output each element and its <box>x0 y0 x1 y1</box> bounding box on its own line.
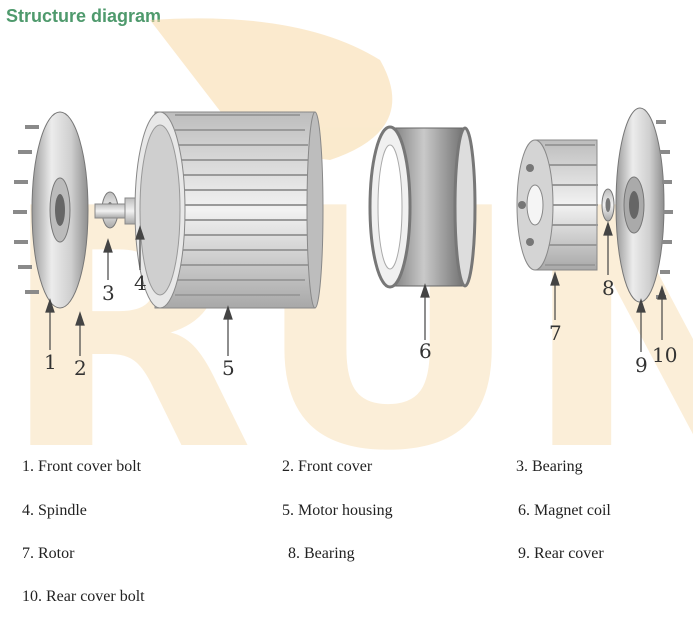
legend-item-4: 4. Spindle <box>22 502 87 519</box>
bearing-rear <box>601 188 615 222</box>
callout-6: 6 <box>419 339 432 363</box>
callout-4: 4 <box>134 271 147 295</box>
legend-item-5: 5. Motor housing <box>282 502 393 519</box>
legend-item-9: 9. Rear cover <box>518 545 604 562</box>
motor-housing <box>134 111 324 309</box>
callout-8: 8 <box>602 276 615 300</box>
callout-10: 10 <box>652 343 677 367</box>
legend-item-10: 10. Rear cover bolt <box>22 588 145 605</box>
callout-5: 5 <box>222 356 235 380</box>
callout-3: 3 <box>102 281 115 305</box>
legend-item-2: 2. Front cover <box>282 458 373 475</box>
callout-7: 7 <box>549 321 562 345</box>
front-cover-bolts <box>13 125 39 294</box>
callout-2: 2 <box>74 356 87 380</box>
legend-item-1: 1. Front cover bolt <box>22 458 142 475</box>
front-cover <box>31 111 89 309</box>
legend-item-3: 3. Bearing <box>516 458 583 475</box>
rear-cover <box>615 107 665 303</box>
legend-item-8: 8. Bearing <box>288 545 355 562</box>
callout-arrows <box>45 221 667 356</box>
rotor <box>516 139 598 271</box>
watermark-logo: RUN <box>0 18 693 523</box>
callout-labels: 1 2 3 4 5 6 7 8 9 10 <box>44 271 677 380</box>
magnet-coil <box>368 125 477 289</box>
legend-item-7: 7. Rotor <box>22 545 75 562</box>
callout-1: 1 <box>44 350 57 374</box>
callout-9: 9 <box>635 353 648 377</box>
page-title: Structure diagram <box>6 6 162 26</box>
legend-item-6: 6. Magnet coil <box>518 502 611 519</box>
